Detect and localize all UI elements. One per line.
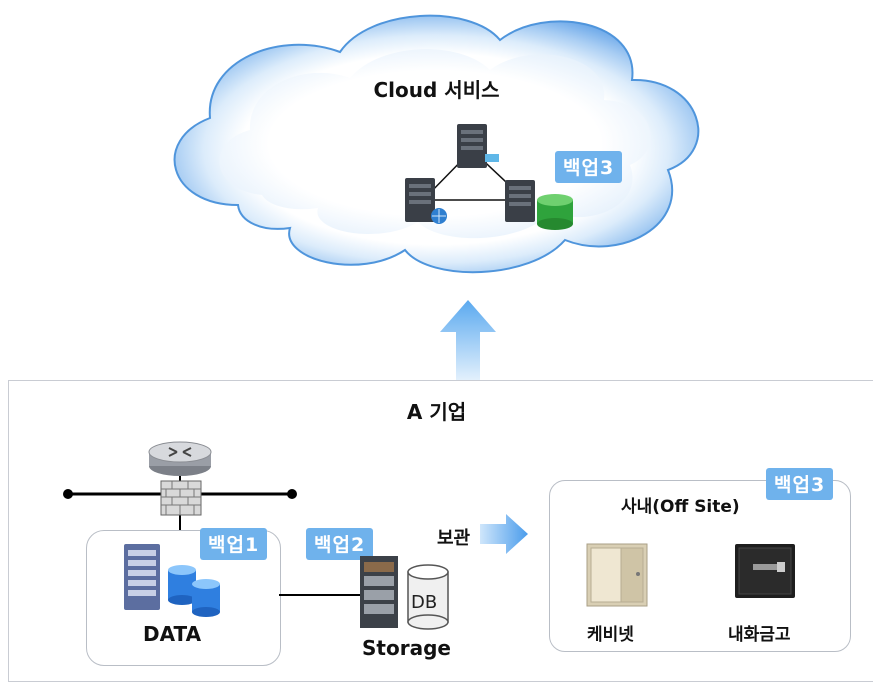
storage-icon xyxy=(360,556,449,630)
backup2-badge: 백업2 xyxy=(306,528,374,560)
safe-label: 내화금고 xyxy=(728,625,791,645)
firewall-icon xyxy=(160,480,202,516)
data-label: DATA xyxy=(143,622,202,646)
cloud-server-network xyxy=(405,124,573,230)
server-icon xyxy=(457,124,499,168)
data-storage-link xyxy=(279,594,367,596)
cloud-title: Cloud 서비스 xyxy=(373,78,500,102)
cabinet-label: 케비넷 xyxy=(587,625,634,645)
upload-arrow-icon xyxy=(440,300,496,382)
db-cylinder-icon xyxy=(407,564,449,630)
corporation-title: A 기업 xyxy=(406,400,467,424)
backup1-badge: 백업1 xyxy=(200,528,268,560)
offsite-title: 사내(Off Site) xyxy=(621,497,740,517)
keep-arrow-icon xyxy=(480,514,528,554)
cabinet-icon xyxy=(586,543,648,607)
cloud-backup3-badge: 백업3 xyxy=(555,151,623,183)
data-server-icon xyxy=(124,544,220,617)
database-icon xyxy=(168,565,220,617)
router-icon xyxy=(148,441,212,476)
server-database-icon xyxy=(505,180,573,230)
storage-label: Storage xyxy=(362,636,451,660)
db-label: DB xyxy=(411,592,438,613)
fireproof-safe-icon xyxy=(735,544,795,598)
offsite-backup3-badge: 백업3 xyxy=(766,468,834,500)
server-globe-icon xyxy=(405,178,447,224)
keep-label: 보관 xyxy=(437,528,471,549)
